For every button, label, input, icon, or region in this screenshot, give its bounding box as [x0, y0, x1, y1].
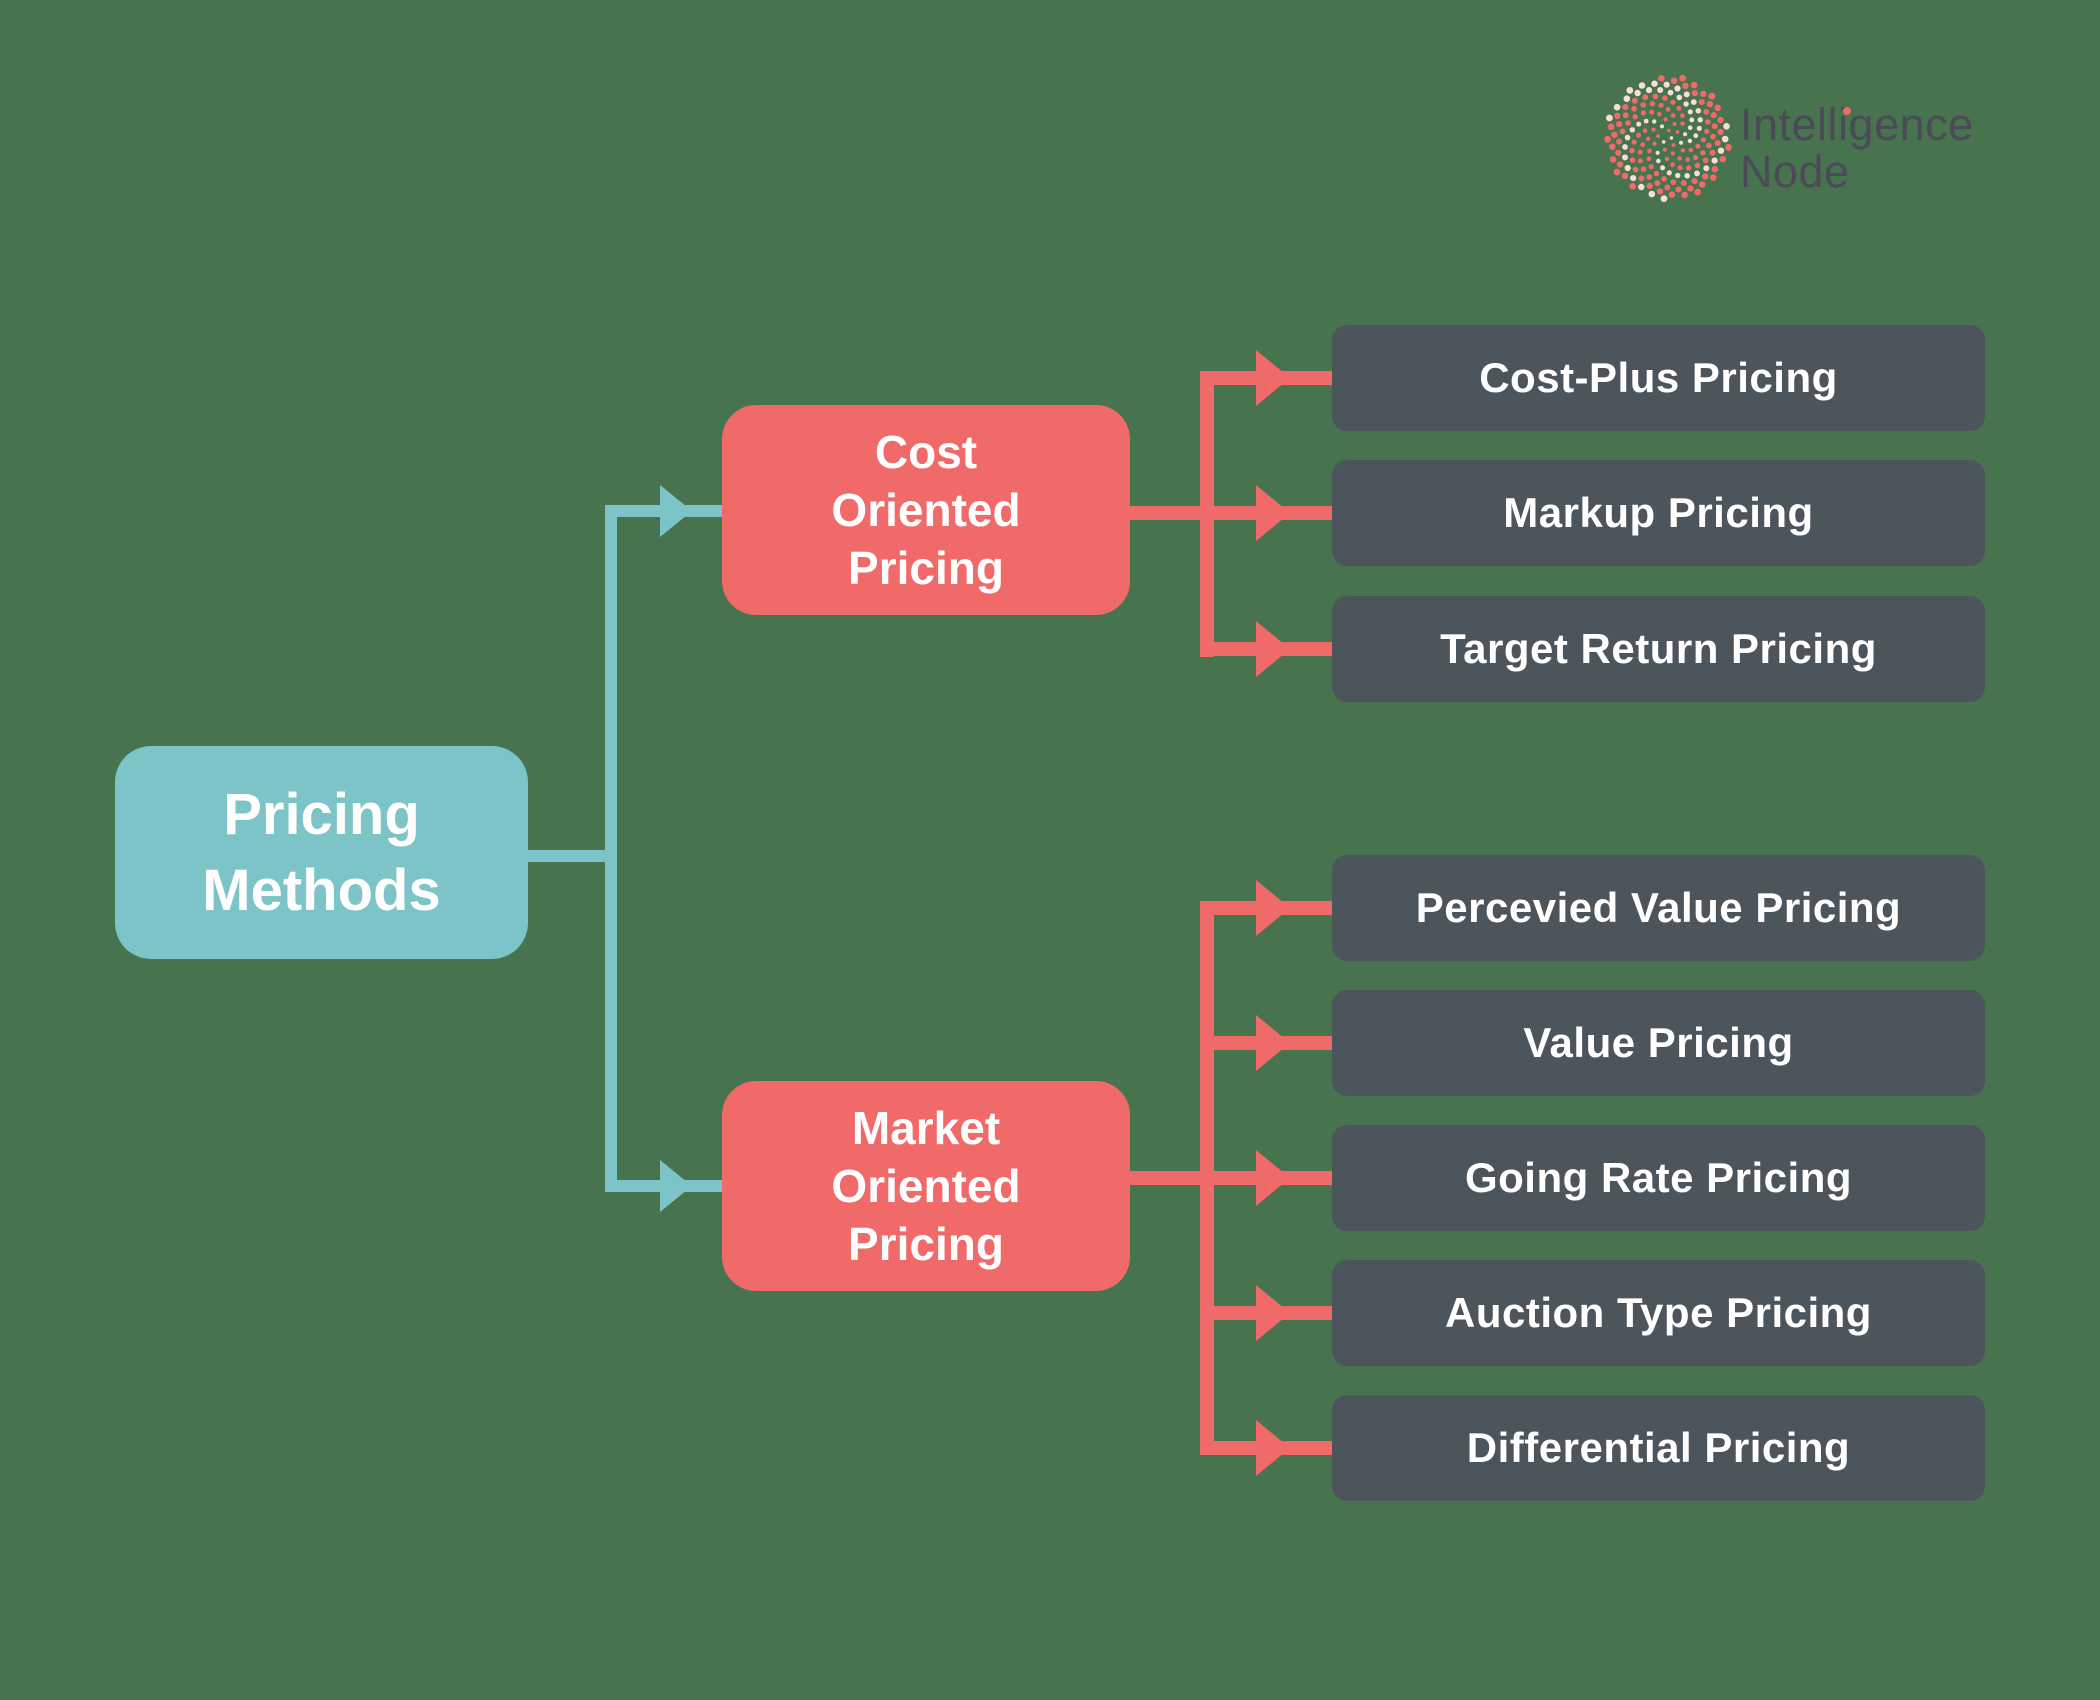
market-connector-stub: [1126, 1171, 1214, 1185]
node-value-pricing: Value Pricing: [1332, 990, 1985, 1096]
node-pricing-methods: Pricing Methods: [115, 746, 528, 959]
node-label-line: Percevied Value Pricing: [1415, 884, 1902, 931]
root-connector-stub: [526, 850, 617, 862]
red-arrowhead-icon-market-3: [1256, 1150, 1290, 1206]
node-cost-plus-pricing: Cost-Plus Pricing: [1332, 325, 1985, 431]
logo-i-tittle-dot-icon: [1843, 107, 1851, 115]
logo-text-line1: Intelligence: [1740, 99, 1974, 150]
node-differential-pricing: Differential Pricing: [1332, 1395, 1985, 1501]
node-going-rate-pricing: Going Rate Pricing: [1332, 1125, 1985, 1231]
intelligence-node-logo-icon: [1604, 74, 1732, 203]
node-label-line: Market: [851, 1102, 1001, 1154]
node-percevied-value-pricing: Percevied Value Pricing: [1332, 855, 1985, 961]
node-cost-oriented-pricing: Cost Oriented Pricing: [722, 405, 1130, 615]
node-label-line: Value Pricing: [1523, 1019, 1794, 1066]
node-label-line: Methods: [202, 857, 441, 923]
red-arrowhead-icon-market-5: [1256, 1420, 1290, 1476]
red-arrowhead-icon-market-4: [1256, 1285, 1290, 1341]
node-label-line: Pricing: [848, 1218, 1004, 1270]
node-label-line: Oriented: [831, 1160, 1021, 1212]
node-label-line: Target Return Pricing: [1440, 625, 1877, 672]
node-auction-type-pricing: Auction Type Pricing: [1332, 1260, 1985, 1366]
intelligence-node-logo-text: Intelligence Node: [1740, 101, 1974, 195]
node-label-line: Auction Type Pricing: [1445, 1289, 1872, 1336]
node-target-return-pricing: Target Return Pricing: [1332, 596, 1985, 702]
logo-text-line2: Node: [1740, 146, 1850, 197]
red-arrowhead-icon-cost-2: [1256, 485, 1290, 541]
node-label-line: Differential Pricing: [1466, 1424, 1851, 1471]
node-label-line: Markup Pricing: [1503, 489, 1814, 536]
node-label-line: Oriented: [831, 484, 1021, 536]
node-label-line: Cost-Plus Pricing: [1479, 354, 1838, 401]
node-markup-pricing: Markup Pricing: [1332, 460, 1985, 566]
teal-trunk-line: [605, 505, 617, 1192]
node-label-line: Pricing: [848, 542, 1004, 594]
node-label-line: Going Rate Pricing: [1464, 1154, 1853, 1201]
teal-arrowhead-icon-market: [660, 1160, 692, 1212]
red-arrowhead-icon-market-1: [1256, 880, 1290, 936]
node-market-oriented-pricing: Market Oriented Pricing: [722, 1081, 1130, 1291]
red-arrowhead-icon-market-2: [1256, 1015, 1290, 1071]
node-label-line: Pricing: [223, 781, 420, 847]
red-arrowhead-icon-cost-1: [1256, 350, 1290, 406]
red-arrowhead-icon-cost-3: [1256, 621, 1290, 677]
node-label-line: Cost: [874, 426, 978, 478]
cost-connector-stub: [1126, 506, 1214, 520]
teal-arrowhead-icon-cost: [660, 485, 692, 537]
